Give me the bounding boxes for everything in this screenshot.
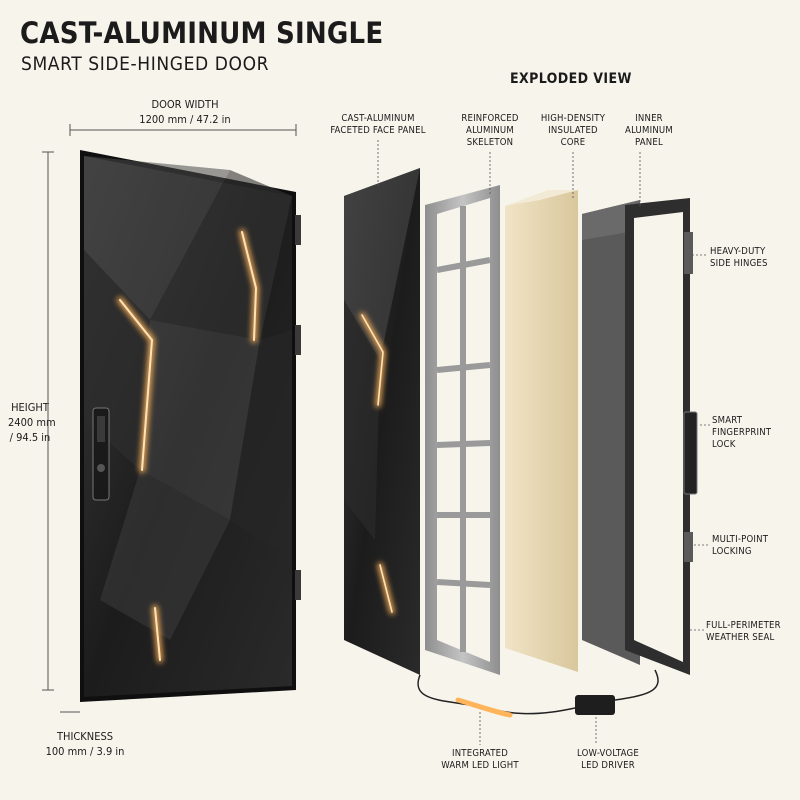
frame-hinge-icon — [684, 232, 693, 274]
frame-layer — [625, 198, 698, 675]
thickness-label: THICKNESS 100 mm / 3.9 in — [45, 730, 125, 758]
leader-lines — [377, 140, 710, 745]
assembled-door — [80, 150, 301, 702]
hinge-icon — [295, 215, 301, 245]
led-wiring — [417, 669, 659, 718]
face-panel-layer — [344, 168, 420, 675]
page-title: CAST-ALUMINUM SINGLE — [20, 16, 384, 50]
led-driver-icon — [575, 695, 615, 715]
height-label: HEIGHT 2400 mm / 94.5 in — [8, 401, 56, 444]
skeleton-layer — [425, 185, 500, 675]
frame-lock-icon — [683, 411, 698, 495]
exploded-view-heading: EXPLODED VIEW — [510, 71, 632, 87]
core-layer — [505, 190, 578, 672]
door-width-label: DOOR WIDTH 1200 mm / 47.2 in — [139, 98, 231, 126]
page-subtitle: SMART SIDE-HINGED DOOR — [21, 53, 270, 75]
dimension-lines — [42, 124, 297, 713]
